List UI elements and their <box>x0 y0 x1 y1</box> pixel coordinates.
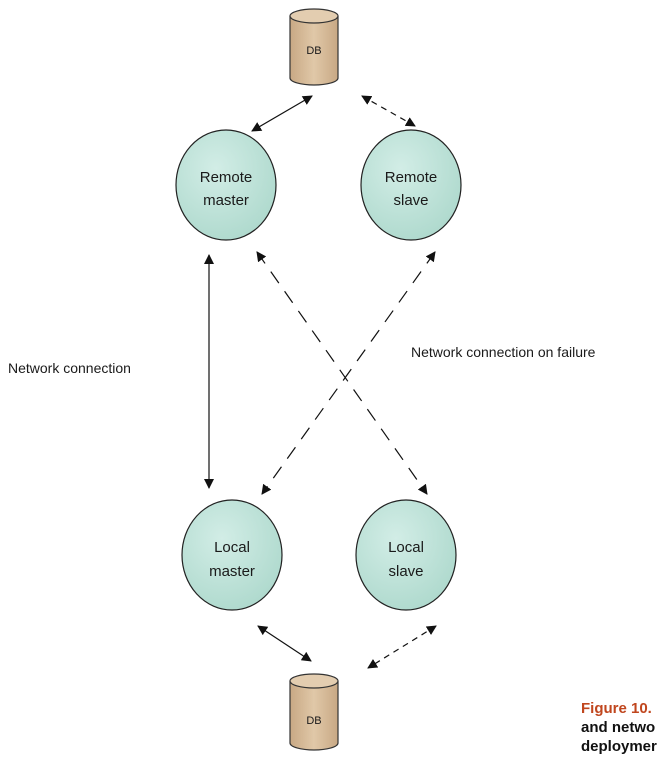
arrow-local-slave-db-bottom <box>367 625 437 669</box>
arrow-local-master-db-bottom <box>257 625 312 662</box>
figure-caption-title: Figure 10. <box>581 700 652 717</box>
figure-caption-line3: deploymer <box>581 738 657 755</box>
node-remote-slave-line2: slave <box>393 192 428 209</box>
db-bottom-label: DB <box>306 715 321 727</box>
db-bottom: DB <box>289 673 339 751</box>
node-local-slave-line1: Local <box>388 539 424 556</box>
node-remote-master-line2: master <box>203 192 249 209</box>
network-connection-label: Network connection <box>8 360 131 376</box>
db-top-label: DB <box>306 45 321 57</box>
db-top: DB <box>289 8 339 86</box>
node-local-master-line1: Local <box>214 539 250 556</box>
node-remote-master-line1: Remote <box>200 169 253 186</box>
arrow-remote-slave-local-master-failover <box>261 251 436 495</box>
node-local-master: Local master <box>181 499 283 611</box>
node-local-slave: Local slave <box>355 499 457 611</box>
failover-connection-label: Network connection on failure <box>411 344 596 360</box>
node-remote-slave: Remote slave <box>360 129 462 241</box>
arrow-remote-master-local-slave-failover <box>256 251 428 495</box>
arrow-db-top-remote-slave <box>361 95 416 127</box>
arrow-db-top-remote-master <box>251 95 313 132</box>
figure-caption-line2: and netwo <box>581 719 656 736</box>
node-remote-slave-line1: Remote <box>385 169 438 186</box>
node-local-slave-line2: slave <box>388 563 423 580</box>
node-local-master-line2: master <box>209 563 255 580</box>
node-remote-master: Remote master <box>175 129 277 241</box>
